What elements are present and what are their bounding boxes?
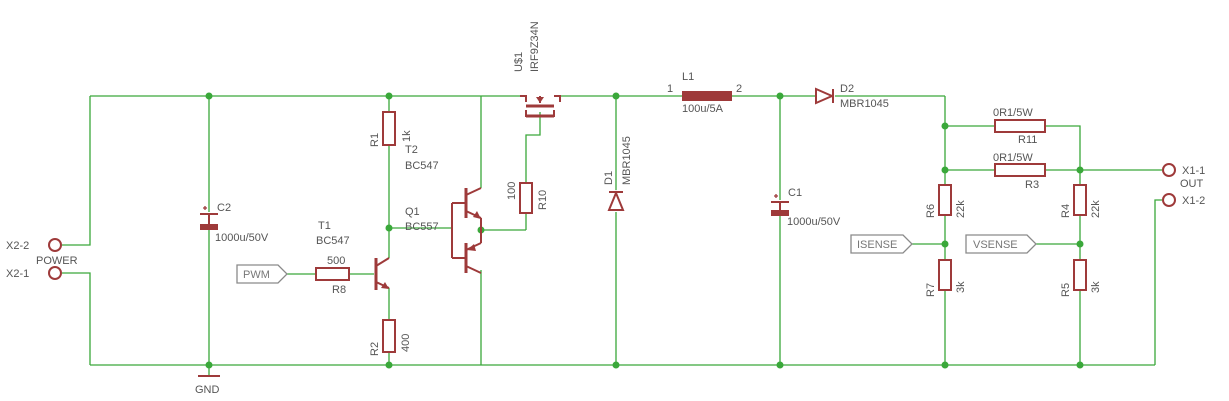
r8-value: 500	[327, 255, 345, 267]
r3-name: R3	[1025, 179, 1039, 191]
u1-name: U$1	[513, 52, 525, 72]
r5-value: 3k	[1090, 281, 1102, 293]
resistor-r10: 100 R10	[506, 182, 549, 214]
c1-name: C1	[788, 187, 802, 199]
d1-value: MBR1045	[621, 136, 633, 185]
r1-value: 1k	[401, 130, 413, 142]
diode-d1: D1 MBR1045	[603, 136, 633, 211]
r5-name: R5	[1060, 283, 1072, 297]
u1-value: IRF9Z34N	[529, 21, 541, 72]
inductor-l1: L1 1 2 100u/5A	[667, 71, 742, 115]
r8-name: R8	[332, 284, 346, 296]
r6-value: 22k	[955, 200, 967, 218]
power-connector: X2-2 X2-1 POWER	[6, 238, 78, 280]
r3-value: 0R1/5W	[993, 152, 1033, 164]
r4-name: R4	[1060, 204, 1072, 218]
vsense-flag: VSENSE	[965, 234, 1037, 254]
transistor-t1: T1 BC547	[316, 220, 390, 290]
l1-value: 100u/5A	[682, 103, 724, 115]
x1-2-terminal	[1162, 193, 1176, 207]
c2-value: 1000u/50V	[215, 232, 269, 244]
x2-2-label: X2-2	[6, 240, 29, 252]
r1-name: R1	[369, 133, 381, 147]
c1-value: 1000u/50V	[787, 216, 841, 228]
vsense-label: VSENSE	[973, 239, 1018, 251]
pwm-flag: PWM	[236, 264, 288, 284]
diode-d2: D2 MBR1045	[815, 83, 889, 110]
wires	[62, 95, 1162, 375]
pwm-label: PWM	[243, 269, 270, 281]
transistor-t2	[451, 187, 482, 258]
resistor-r7: R7 3k	[925, 259, 967, 297]
resistor-r2: R2 400	[369, 319, 412, 356]
r11-value: 0R1/5W	[993, 107, 1033, 119]
mosfet-u1: U$1 IRF9Z34N	[513, 21, 561, 118]
r7-value: 3k	[955, 281, 967, 293]
resistor-r11: 0R1/5W R11	[993, 107, 1046, 146]
q1-name: Q1	[405, 206, 420, 218]
resistor-r6: R6 22k	[925, 184, 967, 218]
t2-name: T2	[405, 144, 418, 156]
power-label: POWER	[36, 255, 78, 267]
d1-name: D1	[603, 171, 615, 185]
q1-value: BC557	[405, 221, 439, 233]
r2-value: 400	[400, 334, 412, 352]
d2-value: MBR1045	[840, 98, 889, 110]
t1-value: BC547	[316, 235, 350, 247]
x2-2-terminal	[48, 238, 62, 252]
t1-name: T1	[318, 220, 331, 232]
r10-name: R10	[537, 190, 549, 210]
resistor-r1: R1 1k	[369, 111, 413, 147]
x1-1-label: X1-1	[1182, 165, 1205, 177]
c2-name: C2	[217, 202, 231, 214]
gnd-label: GND	[195, 384, 220, 396]
x2-1-terminal	[48, 266, 62, 280]
r11-name: R11	[1018, 134, 1037, 146]
l1-name: L1	[682, 71, 694, 83]
output-connector: X1-1 X1-2 OUT	[1162, 163, 1205, 207]
resistor-r8: 500 R8	[315, 255, 350, 296]
resistor-r3: 0R1/5W R3	[993, 152, 1046, 191]
x1-2-label: X1-2	[1182, 195, 1205, 207]
l1-pin1: 1	[667, 83, 673, 95]
r7-name: R7	[925, 283, 937, 297]
transistor-q1	[452, 230, 482, 274]
isense-label: ISENSE	[857, 239, 897, 251]
resistor-r5: R5 3k	[1060, 259, 1102, 297]
isense-flag: ISENSE	[850, 234, 913, 254]
junctions	[205, 92, 1084, 369]
capacitor-c1: C1 1000u/50V	[771, 187, 841, 228]
r2-name: R2	[369, 342, 381, 356]
l1-pin2: 2	[736, 83, 742, 95]
r4-value: 22k	[1090, 200, 1102, 218]
d2-name: D2	[840, 83, 854, 95]
r6-name: R6	[925, 204, 937, 218]
x1-1-terminal	[1162, 163, 1176, 177]
out-label: OUT	[1180, 178, 1204, 190]
x2-1-label: X2-1	[6, 268, 29, 280]
resistor-r4: R4 22k	[1060, 184, 1102, 218]
r10-value: 100	[506, 182, 518, 200]
ground-symbol: GND	[195, 375, 220, 396]
capacitor-c2: C2 1000u/50V	[200, 202, 269, 244]
t2-value: BC547	[405, 160, 439, 172]
